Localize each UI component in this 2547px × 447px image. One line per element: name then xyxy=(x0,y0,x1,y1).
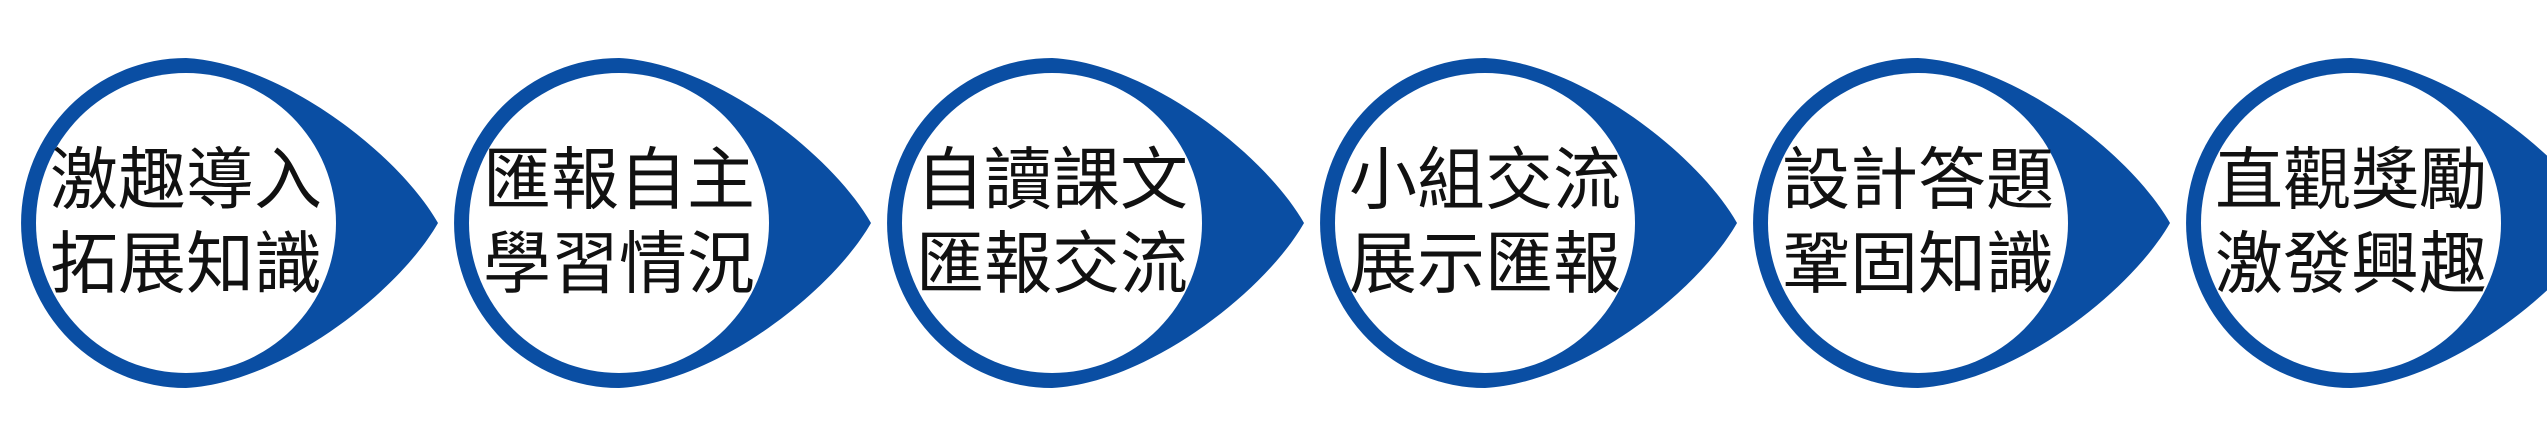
step-label-line2: 鞏固知識 xyxy=(1782,226,2054,305)
step-label-line2: 學習情況 xyxy=(483,226,755,305)
step-circle xyxy=(36,73,336,373)
step-label-line1: 設計答題 xyxy=(1782,142,2054,221)
step-label-line1: 直觀獎勵 xyxy=(2215,142,2487,221)
step-label-line1: 自讀課文 xyxy=(916,142,1188,221)
step-circle xyxy=(1768,73,2068,373)
step-label-line1: 小組交流 xyxy=(1349,142,1621,221)
step-circle xyxy=(2201,73,2501,373)
step-circle xyxy=(1335,73,1635,373)
step-circle xyxy=(902,73,1202,373)
step-label-line1: 激趣導入 xyxy=(50,142,322,221)
step-label-line2: 激發興趣 xyxy=(2215,226,2487,305)
step-label-line2: 拓展知識 xyxy=(50,226,322,305)
step-label-line2: 匯報交流 xyxy=(916,226,1188,305)
step-label-line2: 展示匯報 xyxy=(1349,226,1621,305)
step-label-line1: 匯報自主 xyxy=(483,142,755,221)
step-circle xyxy=(469,73,769,373)
